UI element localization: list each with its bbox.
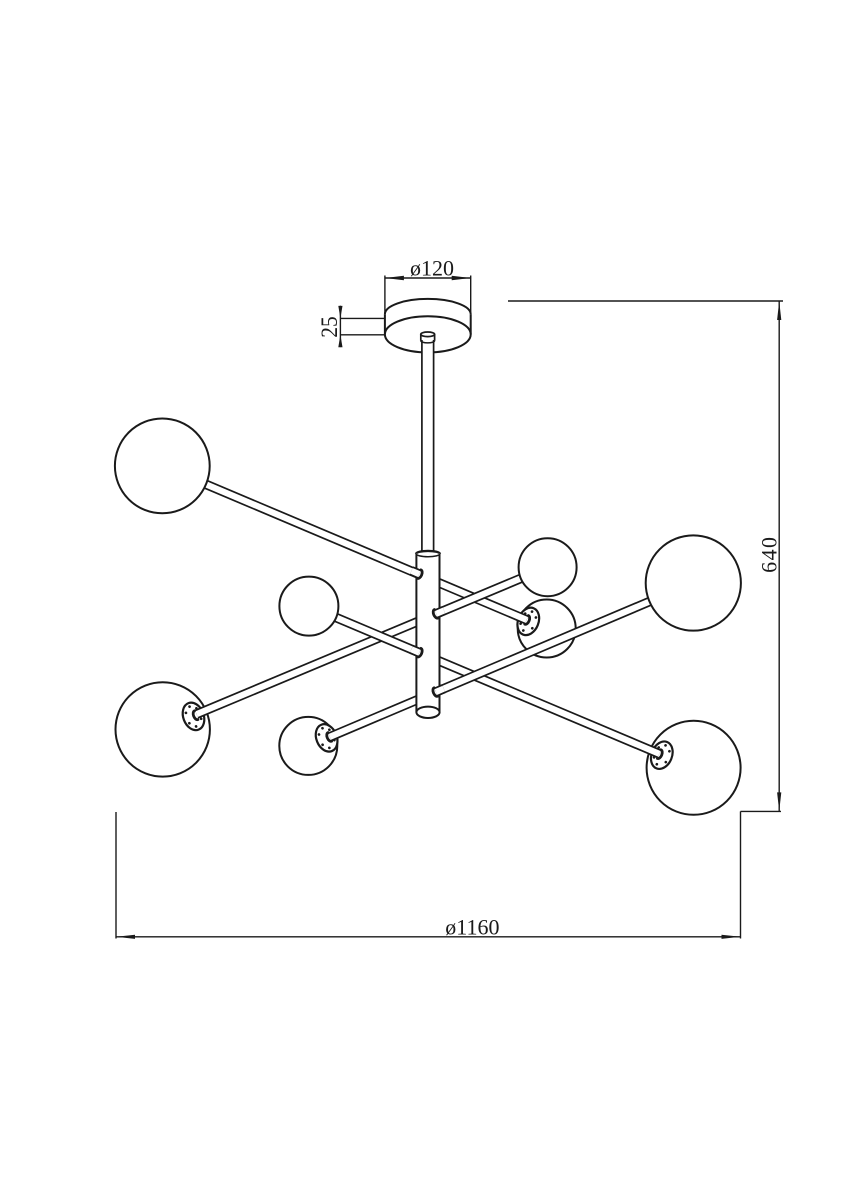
- svg-text:ø1160: ø1160: [445, 914, 499, 939]
- svg-text:640: 640: [757, 536, 782, 573]
- svg-text:25: 25: [317, 316, 343, 338]
- svg-text:ø120: ø120: [410, 256, 454, 281]
